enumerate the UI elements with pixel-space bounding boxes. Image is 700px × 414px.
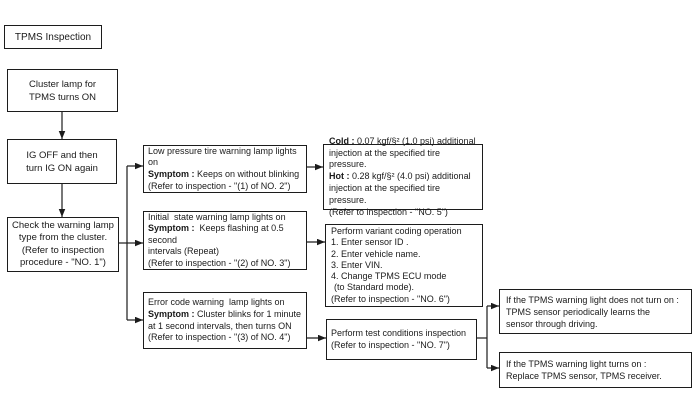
page-title: TPMS Inspection (4, 25, 102, 49)
flow-box-check-lamp: Check the warning lamp type from the clu… (7, 217, 119, 272)
box-text-line: 4. Change TPMS ECU mode (331, 271, 447, 282)
cold-text: 0.07 kgf/§² (1.0 psi) additional (354, 135, 476, 146)
symptom-label: Symptom : (148, 169, 195, 179)
hot-text: 0.28 kgf/§² (4.0 psi) additional (349, 171, 471, 182)
flow-box-initial-state: Initial state warning lamp lights on Sym… (143, 211, 307, 270)
box-text-line: turn IG ON again (26, 162, 98, 174)
box-text-line: Check the warning lamp (12, 219, 114, 231)
symptom-line: Symptom : Cluster blinks for 1 minute (148, 309, 304, 321)
flow-box-test-conditions: Perform test conditions inspection (Refe… (326, 319, 477, 360)
box-text-line: procedure - "NO. 1") (20, 256, 106, 268)
box-text-line: sensor through driving. (506, 318, 598, 329)
flow-box-cluster-lamp: Cluster lamp for TPMS turns ON (7, 69, 118, 112)
box-text-line: 3. Enter VIN. (331, 259, 383, 270)
hot-label: Hot : (329, 171, 350, 182)
flow-box-ig-cycle: IG OFF and then turn IG ON again (7, 139, 117, 184)
box-text-line: (to Standard mode). (334, 282, 415, 293)
refer-note: (Refer to inspection - "(2) of NO. 3") (148, 257, 291, 268)
box-text-line: If the TPMS warning light does not turn … (506, 294, 679, 305)
box-text-line: Cluster lamp for (28, 78, 97, 90)
box-text-line: Error code warning lamp lights on (148, 297, 285, 308)
box-text-line: Perform variant coding operation (331, 225, 462, 236)
box-text-line: Initial state warning lamp lights on (148, 211, 286, 222)
box-text-line: injection at the specified tire pressure… (329, 147, 443, 170)
box-text-line: intervals (Repeat) (148, 246, 220, 257)
box-text-line: injection at the specified tire pressure… (329, 182, 443, 205)
symptom-label: Symptom : (148, 223, 195, 234)
box-text-line: TPMS turns ON (28, 91, 97, 103)
cold-label: Cold : (329, 135, 355, 146)
box-text-line: Perform test conditions inspection (331, 327, 467, 338)
box-text-line: Replace TPMS sensor, TPMS receiver. (506, 371, 662, 381)
box-text-line: (Refer to inspection (21, 244, 105, 256)
refer-note: (Refer to inspection - "(1) of NO. 2") (148, 180, 291, 191)
refer-note: (Refer to inspection - "NO. 6") (331, 293, 450, 304)
refer-note: (Refer to inspection - "NO. 7") (331, 339, 450, 350)
box-text-line: Low pressure tire warning lamp lights on (148, 145, 300, 168)
symptom-text: Keeps on without blinking (194, 169, 300, 179)
flow-box-variant-coding: Perform variant coding operation 1. Ente… (325, 224, 483, 307)
refer-note: (Refer to inspection - "(3) of NO. 4") (148, 332, 291, 343)
flow-box-low-pressure: Low pressure tire warning lamp lights on… (143, 145, 307, 193)
page-title-label: TPMS Inspection (14, 31, 92, 43)
symptom-text: Cluster blinks for 1 minute (194, 308, 302, 319)
hot-spec-line: Hot : 0.28 kgf/§² (4.0 psi) additional (329, 171, 480, 183)
box-text-line: 1. Enter sensor ID . (331, 237, 409, 248)
box-text-line: IG OFF and then (26, 149, 98, 161)
symptom-label: Symptom : (148, 308, 195, 319)
flow-box-error-code: Error code warning lamp lights on Sympto… (143, 292, 307, 349)
flow-box-pressure-spec: Cold : 0.07 kgf/§² (1.0 psi) additional … (323, 136, 483, 217)
box-text-line: 2. Enter vehicle name. (331, 248, 421, 259)
symptom-text: Keeps flashing at 0.5 second (148, 223, 287, 245)
symptom-line: Symptom : Keeps flashing at 0.5 second (148, 223, 304, 246)
flow-box-light-not-on: If the TPMS warning light does not turn … (499, 289, 692, 334)
refer-note: (Refer to inspection - "NO. 5") (329, 206, 448, 217)
box-text-line: type from the cluster. (18, 232, 108, 244)
symptom-line: Symptom : Keeps on without blinking (148, 169, 304, 181)
cold-spec-line: Cold : 0.07 kgf/§² (1.0 psi) additional (329, 136, 480, 148)
box-text-line: TPMS sensor periodically learns the (506, 306, 651, 317)
box-text-line: If the TPMS warning light turns on : (506, 359, 647, 369)
box-text-line: at 1 second intervals, then turns ON (148, 320, 292, 331)
flow-box-light-on: If the TPMS warning light turns on : Rep… (499, 352, 692, 388)
